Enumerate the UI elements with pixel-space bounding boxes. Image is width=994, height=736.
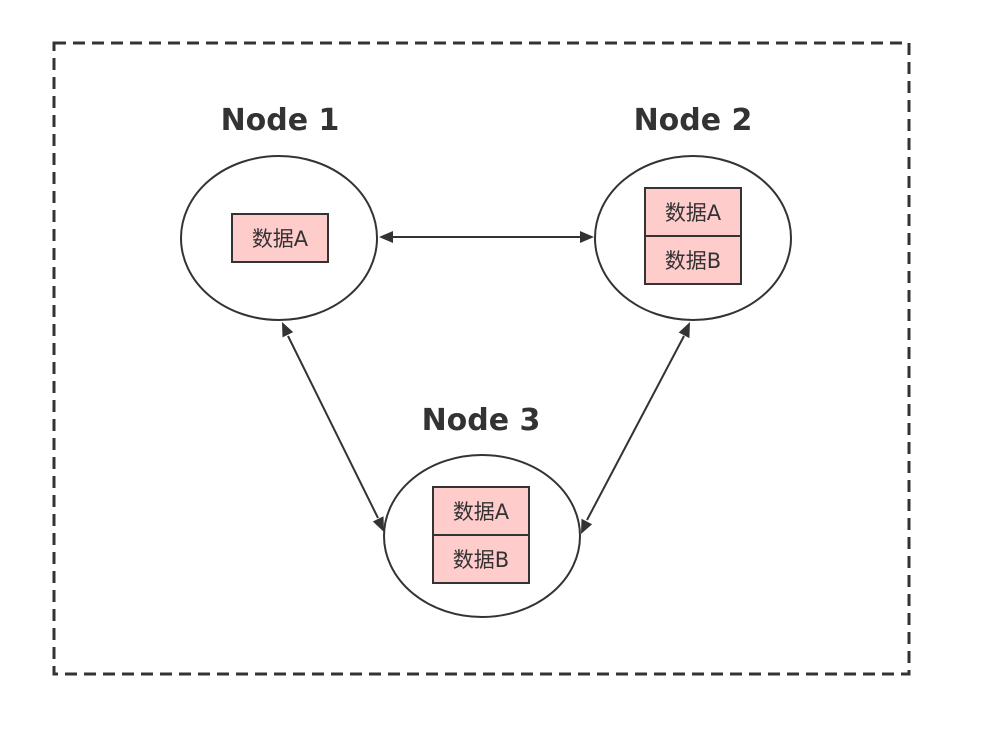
node-2-title: Node 2 <box>634 103 753 138</box>
node-3-title: Node 3 <box>422 403 541 438</box>
node-1-cell-a-label: 数据A <box>252 227 309 251</box>
node-1-title: Node 1 <box>221 103 340 138</box>
node-3-cell-a <box>432 486 530 536</box>
edge-node2-node3 <box>586 335 685 521</box>
node-3-cell-b <box>432 534 530 584</box>
cluster-boundary <box>52 41 911 676</box>
arrowhead-to-node2 <box>580 231 594 243</box>
node-2-cell-b <box>644 235 742 285</box>
node-2: Node 2 数据A 数据B <box>594 103 792 321</box>
arrowhead-to-node1-from-node3 <box>282 322 294 338</box>
arrowhead-to-node3-from-node2 <box>581 518 593 534</box>
node-2-cell-a-label: 数据A <box>665 201 722 225</box>
node-3-cell-a-label: 数据A <box>453 500 510 524</box>
edges <box>282 231 690 534</box>
arrowhead-to-node1 <box>379 231 393 243</box>
node-3: Node 3 数据A 数据B <box>383 403 581 618</box>
node-1: Node 1 数据A <box>180 103 378 321</box>
arrowhead-to-node3-from-node1 <box>372 516 384 532</box>
arrowhead-to-node2-from-node3 <box>678 322 690 339</box>
node-3-cell-b-label: 数据B <box>453 548 509 572</box>
edge-node1-node3 <box>287 335 379 519</box>
node-1-cell-a <box>231 213 329 263</box>
node-2-cell-b-label: 数据B <box>665 249 721 273</box>
